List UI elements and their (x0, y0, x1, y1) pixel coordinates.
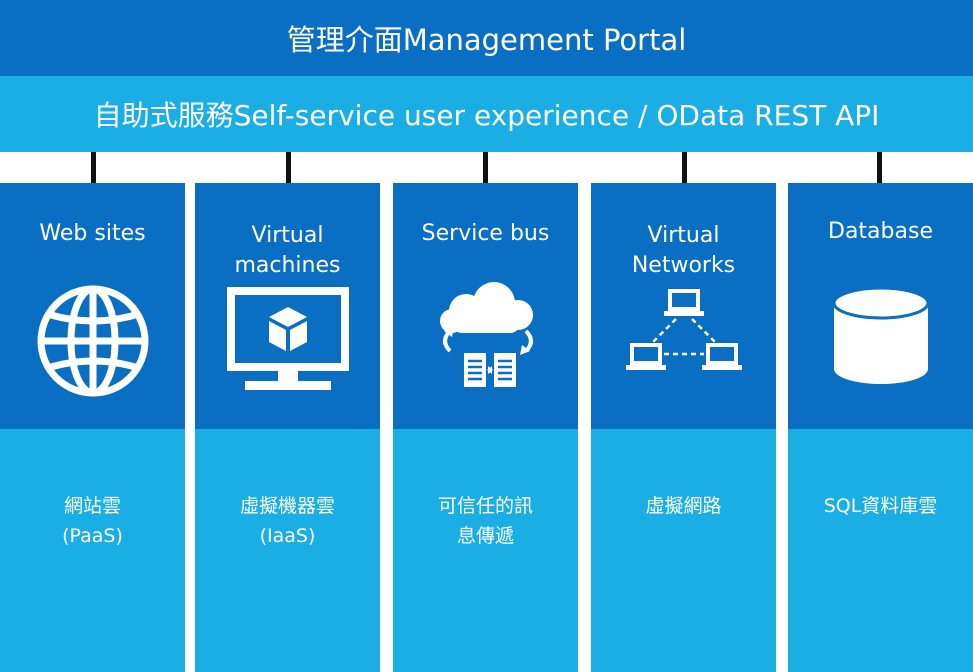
connector-virtual-networks (682, 152, 687, 183)
column-footer: 網站雲 (PaaS) (0, 429, 185, 672)
connector-service-bus (483, 152, 488, 183)
column-description: 虛擬機器雲 (IaaS) (239, 495, 335, 547)
column-description: 網站雲 (PaaS) (62, 495, 123, 547)
column-title: Database (828, 219, 933, 244)
column-virtual-networks: Virtual Networks (591, 183, 776, 672)
cloud-sync-icon (393, 281, 578, 401)
column-title: Virtual Networks (631, 223, 736, 278)
column-header: Web sites (0, 183, 185, 429)
column-web-sites: Web sites 網站雲 (PaaS) (0, 183, 185, 672)
self-service-title: 自助式服務Self-service user experience / ODat… (93, 99, 880, 132)
globe-icon (0, 281, 185, 401)
column-header: Service bus (393, 183, 578, 429)
column-header: Virtual machines (195, 183, 380, 429)
column-title: Virtual machines (234, 223, 341, 278)
connector-database (877, 152, 882, 183)
column-footer: 可信任的訊 息傳遞 (393, 429, 578, 672)
column-header: Virtual Networks (591, 183, 776, 429)
column-database: Database SQL資料庫雲 (788, 183, 973, 672)
connector-web-sites (91, 152, 96, 183)
column-title: Web sites (39, 221, 146, 246)
column-title: Service bus (421, 221, 550, 246)
column-virtual-machines: Virtual machines 虛擬機器雲 (IaaS) (195, 183, 380, 672)
column-service-bus: Service bus (393, 183, 578, 672)
management-portal-bar: 管理介面Management Portal (0, 0, 973, 76)
column-description: SQL資料庫雲 (823, 495, 938, 517)
network-computers-icon (591, 281, 776, 401)
connector-virtual-machines (286, 152, 291, 183)
virtual-machine-monitor-icon (195, 281, 380, 401)
column-footer: SQL資料庫雲 (788, 429, 973, 672)
column-description: 可信任的訊 息傳遞 (437, 495, 533, 547)
column-header: Database (788, 183, 973, 429)
column-footer: 虛擬機器雲 (IaaS) (195, 429, 380, 672)
self-service-bar: 自助式服務Self-service user experience / ODat… (0, 76, 973, 152)
management-portal-title: 管理介面Management Portal (286, 23, 687, 57)
column-footer: 虛擬網路 (591, 429, 776, 672)
column-description: 虛擬網路 (645, 495, 722, 517)
database-cylinder-icon (788, 281, 973, 401)
